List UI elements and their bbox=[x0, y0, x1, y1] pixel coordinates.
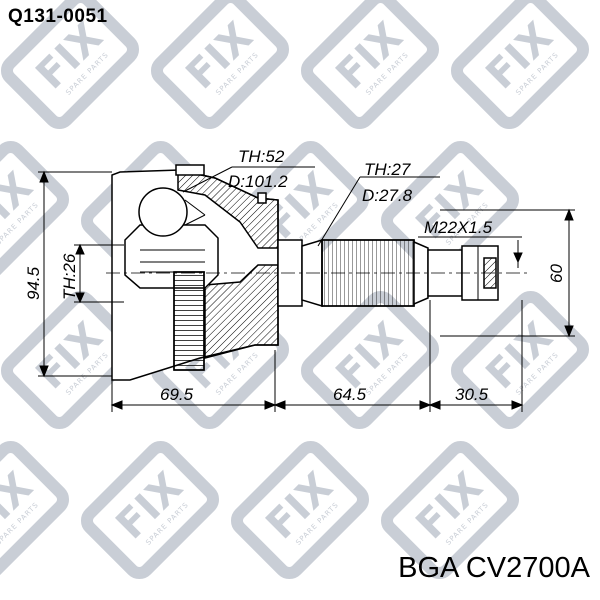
watermark-frame bbox=[150, 0, 290, 130]
watermark-frame bbox=[300, 290, 440, 430]
housing-wall-upper bbox=[177, 169, 279, 249]
abs-ring bbox=[173, 271, 205, 371]
brand-code: BGA CV2700A bbox=[398, 552, 590, 584]
dim-housing-length: 69.5 bbox=[160, 385, 194, 404]
watermark-frame bbox=[300, 0, 440, 130]
watermark-frame bbox=[0, 0, 140, 130]
dim-d27: D:27.8 bbox=[362, 186, 413, 205]
dim-overall: 94.5 bbox=[24, 266, 43, 300]
watermark-frame bbox=[230, 440, 370, 580]
small-tab bbox=[257, 192, 267, 204]
dim-thread: M22X1.5 bbox=[424, 218, 493, 237]
watermark-frame bbox=[0, 290, 140, 430]
dim-th52: TH:52 bbox=[238, 147, 285, 166]
watermark-frame bbox=[80, 440, 220, 580]
part-code: Q131-0051 bbox=[8, 6, 108, 27]
watermark-frame bbox=[0, 440, 70, 580]
cv-joint-drawing bbox=[106, 164, 528, 381]
dim-thread-length: 30.5 bbox=[455, 385, 489, 404]
bearing-ball bbox=[138, 187, 188, 237]
watermark-frame bbox=[450, 0, 590, 130]
top-flange bbox=[175, 164, 205, 176]
watermark-frame bbox=[380, 440, 520, 580]
watermark-frame bbox=[450, 290, 590, 430]
dim-th27: TH:27 bbox=[364, 160, 411, 179]
watermark-frame bbox=[0, 140, 70, 280]
dim-d101: D:101.2 bbox=[228, 172, 288, 191]
dim-seal: 60 bbox=[547, 264, 566, 283]
dim-shaft-length: 64.5 bbox=[333, 385, 367, 404]
dim-inner-spline: TH:26 bbox=[60, 253, 79, 300]
dimension-lines bbox=[38, 166, 575, 412]
